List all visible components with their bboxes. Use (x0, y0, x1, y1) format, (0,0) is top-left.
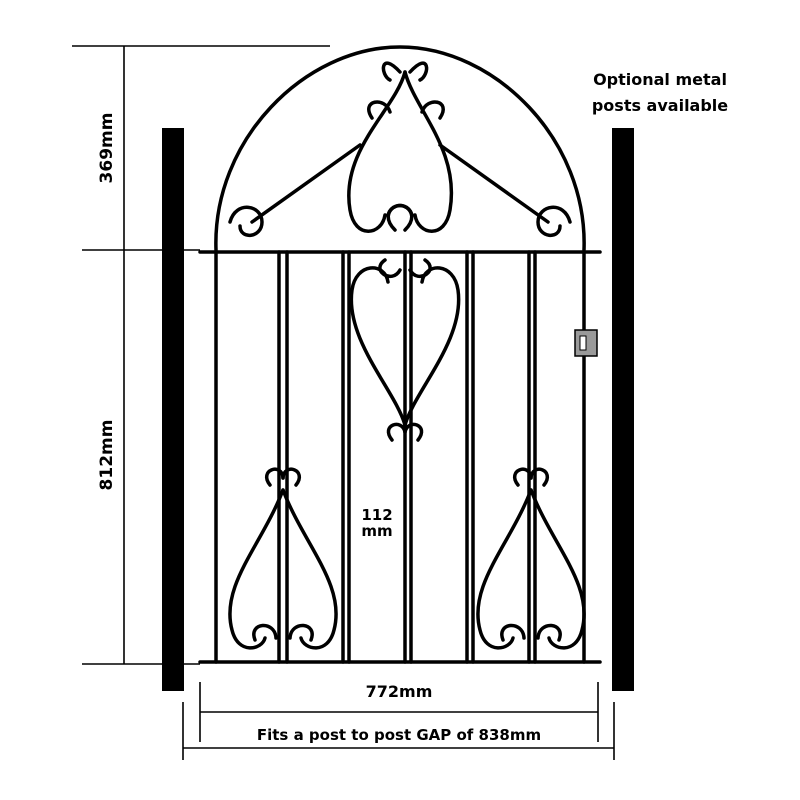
bar-gap-unit: mm (361, 522, 392, 540)
bar-gap-number: 112 (361, 506, 392, 524)
post-gap-dimension (182, 702, 615, 760)
gate (198, 45, 602, 664)
body-height-label: 812mm (97, 420, 117, 491)
height-dimensions (72, 45, 330, 665)
left-post (162, 128, 184, 691)
gate-arch (214, 45, 586, 252)
right-post (612, 128, 634, 691)
arch-height-label: 369mm (97, 113, 117, 184)
optional-posts-note: Optional metal posts available (560, 67, 760, 119)
gate-width-dimension (199, 682, 599, 742)
note-line-1: Optional metal (593, 70, 727, 89)
post-gap-label: Fits a post to post GAP of 838mm (257, 726, 541, 744)
note-line-2: posts available (591, 96, 729, 115)
gate-width-label: 772mm (366, 682, 433, 701)
